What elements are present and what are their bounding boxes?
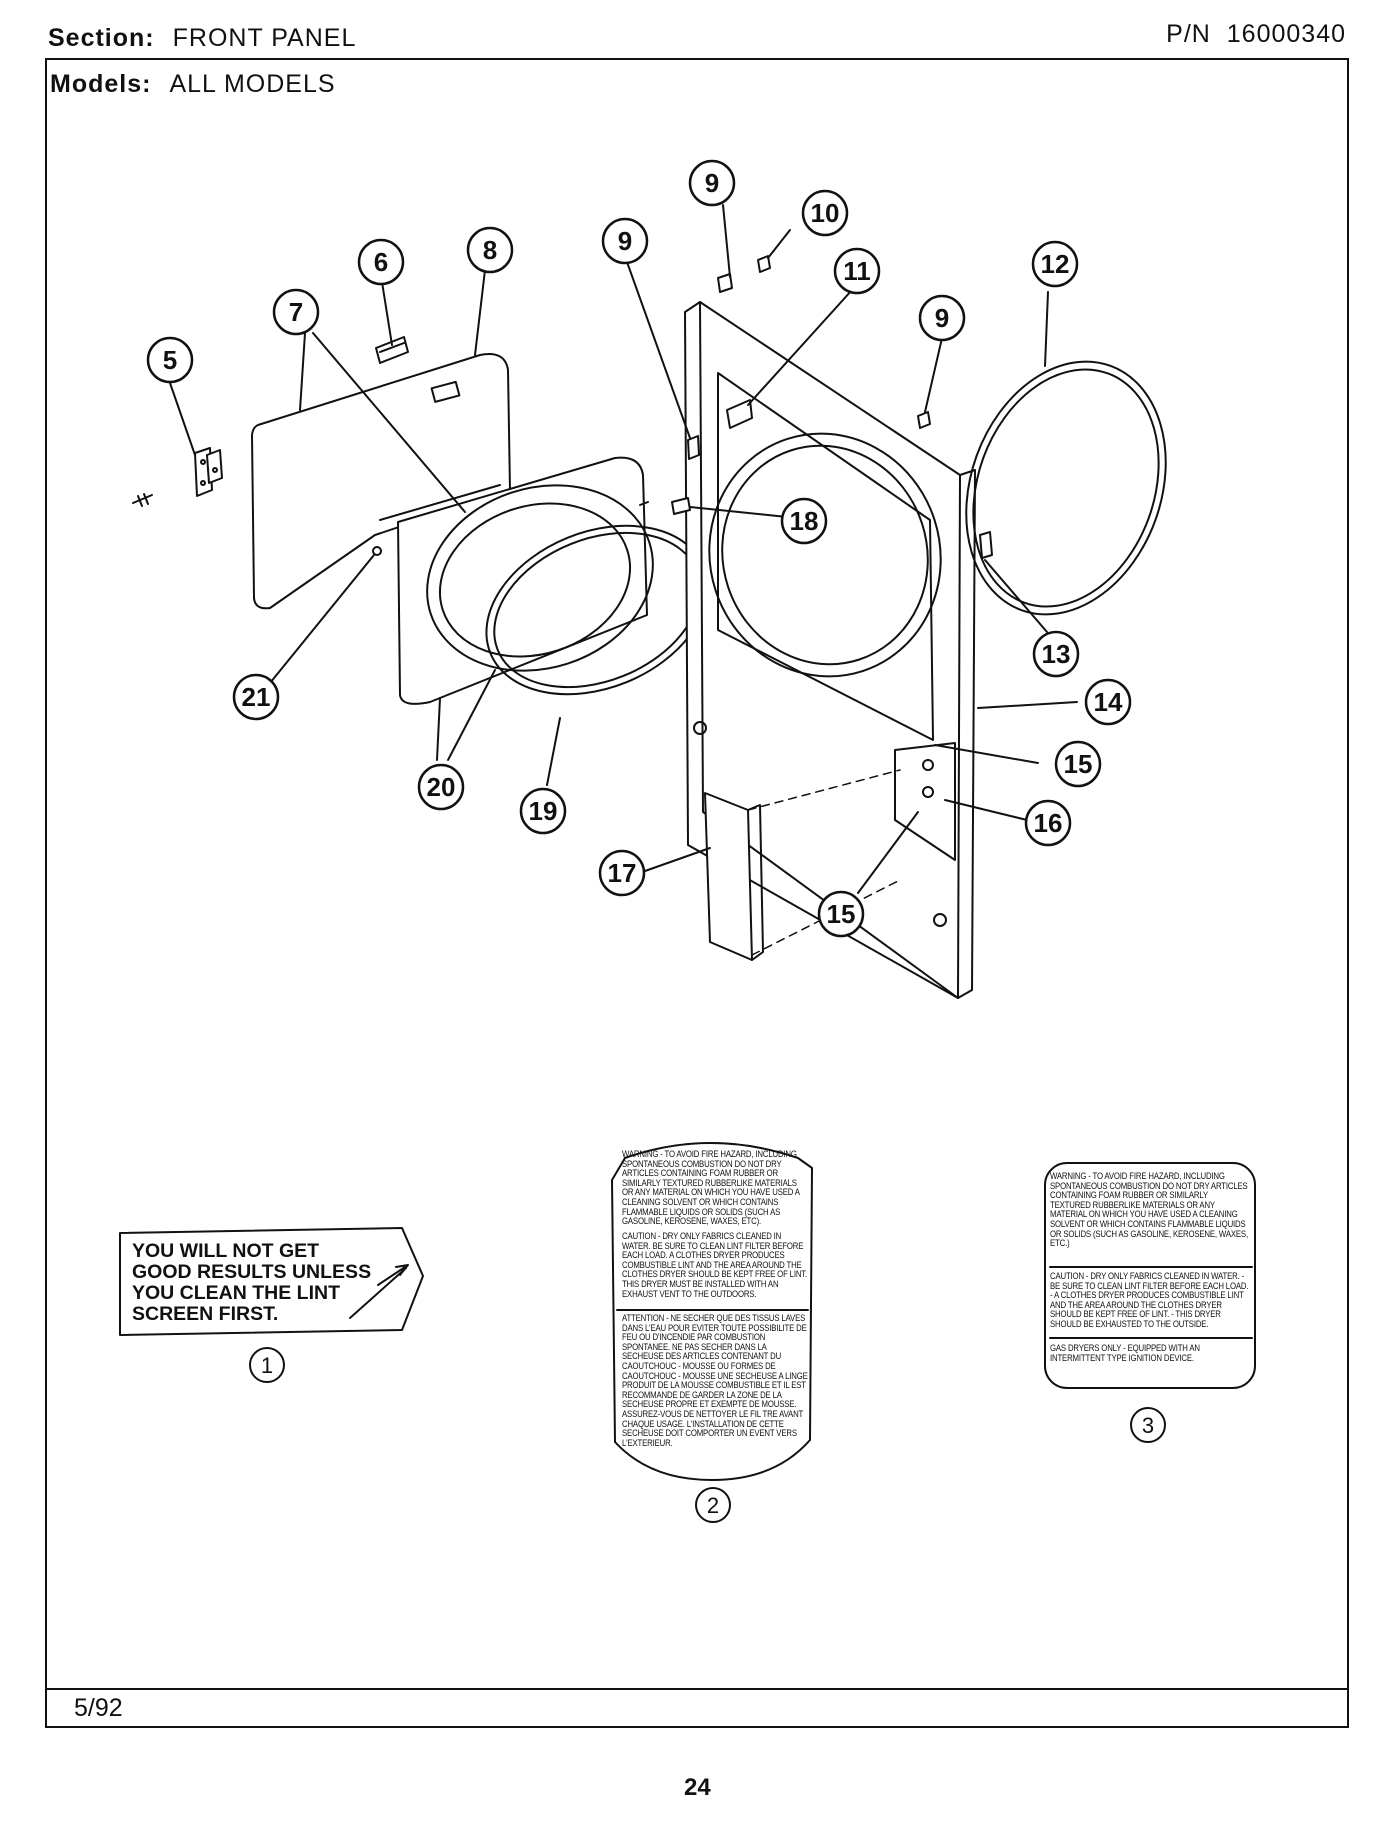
callout-14: [1084, 678, 1132, 726]
callout-18-text: 18: [790, 506, 819, 536]
label-2-attention-text: ATTENTION - NE SECHER QUE DES TISSUS LAV…: [622, 1313, 808, 1449]
label-1-line3: YOU CLEAN THE LINT: [132, 1282, 340, 1304]
callout-21: [232, 673, 280, 721]
callout-17-text: 17: [608, 858, 637, 888]
part-door-panel-rear: [251, 353, 511, 610]
part-bulkhead-seal: [965, 360, 1167, 616]
label-3-warning: [1044, 1162, 1256, 1389]
callout-9b: [918, 294, 966, 342]
callout-9b-text: 9: [935, 303, 949, 333]
callout-5-text: 6: [374, 247, 388, 277]
footer-bar: [45, 1688, 1349, 1728]
callout-2-text: 2: [707, 1493, 719, 1518]
callout-15b-text: 15: [827, 899, 856, 929]
leader-lines: [169, 204, 1078, 894]
part-clips: [671, 255, 993, 559]
callout-13-text: 13: [1042, 639, 1071, 669]
label-3-warning-text: WARNING - TO AVOID FIRE HAZARD, INCLUDIN…: [1050, 1171, 1248, 1250]
callout-7-text: 8: [483, 235, 497, 265]
callout-19-text: 19: [529, 796, 558, 826]
callout-17: [598, 849, 646, 897]
callout-11-text: 11: [843, 256, 871, 286]
label-1-line4: SCREEN FIRST.: [132, 1303, 279, 1325]
callout-13: [1032, 630, 1080, 678]
callout-6-text: 7: [289, 297, 303, 327]
models-header: Models: ALL MODELS: [50, 70, 336, 99]
callout-8: [601, 217, 649, 265]
label-1-line2: GOOD RESULTS UNLESS: [132, 1261, 372, 1283]
callout-7: [466, 226, 514, 274]
callout-20: [417, 763, 465, 811]
callout-1-text: 1: [261, 1353, 273, 1378]
label-2-warning-text: WARNING - TO AVOID FIRE HAZARD, INCLUDIN…: [622, 1149, 800, 1228]
label-2-warning: [611, 1142, 813, 1481]
callouts: [146, 159, 1166, 1523]
label-1-lint-screen: [119, 1227, 424, 1336]
revision-date: 5/92: [74, 1694, 123, 1722]
part-cover-plate: [704, 792, 764, 961]
label-3-gas-text: GAS DRYERS ONLY - EQUIPPED WITH AN INTER…: [1050, 1343, 1200, 1364]
callout-10-text: 10: [811, 198, 840, 228]
part-door-handle: [375, 336, 409, 364]
callout-6: [272, 288, 320, 336]
label-1-text: YOU WILL NOT GET GOOD RESULTS UNLESS YOU…: [132, 1241, 371, 1325]
callout-3: [1130, 1407, 1166, 1443]
models-label: Models:: [50, 70, 152, 98]
callout-20-text: 20: [427, 772, 456, 802]
pn-label: P/N: [1166, 20, 1211, 48]
section-label: Section:: [48, 24, 155, 52]
callout-2: [695, 1487, 731, 1523]
callout-4: [146, 336, 194, 384]
diagram-frame: [45, 58, 1349, 1728]
label-3-caution-text: CAUTION - DRY ONLY FABRICS CLEANED IN WA…: [1050, 1271, 1249, 1330]
callout-15a: [1054, 740, 1102, 788]
callout-19: [519, 787, 567, 835]
label-2-caution-text: CAUTION - DRY ONLY FABRICS CLEANED IN WA…: [622, 1231, 808, 1300]
callout-15a-text: 15: [1064, 749, 1093, 779]
callout-9a-text: 9: [705, 168, 719, 198]
callout-21-text: 21: [242, 682, 271, 712]
part-front-panel: [684, 301, 976, 999]
callout-11: [833, 247, 881, 295]
callout-15b: [817, 890, 865, 938]
callout-12: [1031, 240, 1079, 288]
callout-9a: [688, 159, 736, 207]
callout-16-text: 16: [1034, 808, 1063, 838]
callout-12-text: 12: [1041, 249, 1070, 279]
callout-3-text: 3: [1142, 1413, 1154, 1438]
callout-8-text: 9: [618, 226, 632, 256]
page-number: 24: [684, 1774, 711, 1801]
part-hinge: [132, 447, 223, 507]
callout-16: [1024, 799, 1072, 847]
section-value: FRONT PANEL: [172, 24, 357, 52]
models-value: ALL MODELS: [169, 70, 336, 98]
callout-18: [780, 497, 828, 545]
part-number-header: P/N 16000340: [1166, 20, 1346, 49]
label-1-line1: YOU WILL NOT GET: [132, 1240, 320, 1262]
callout-10: [801, 189, 849, 237]
part-inner-door: [372, 456, 654, 705]
callout-14-text: 14: [1094, 687, 1123, 717]
callout-4-text: 5: [163, 345, 177, 375]
callout-1: [249, 1347, 285, 1383]
section-header: Section: FRONT PANEL: [48, 24, 356, 53]
callout-5: [357, 238, 405, 286]
pn-value: 16000340: [1226, 20, 1346, 48]
assembly-lines: [747, 769, 901, 956]
